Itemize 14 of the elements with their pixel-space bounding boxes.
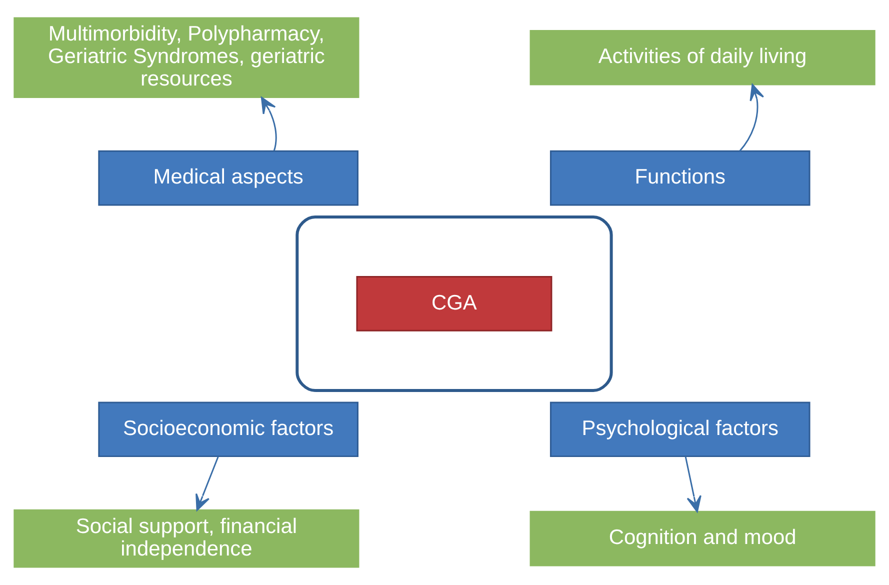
node-box: Psychological factors xyxy=(550,402,810,458)
arrow xyxy=(260,96,277,151)
arrow xyxy=(739,84,764,152)
node-box: CGA xyxy=(356,276,552,332)
node-box: Socioeconomic factors xyxy=(98,402,358,458)
arrow xyxy=(684,456,702,512)
node-box: Activities of daily living xyxy=(530,30,876,86)
node-box: Social support, financial independence xyxy=(14,509,360,568)
node-box: Medical aspects xyxy=(98,150,358,206)
node-box: Cognition and mood xyxy=(530,510,876,566)
cluster xyxy=(296,215,613,392)
node-box: Functions xyxy=(550,150,810,206)
arrow xyxy=(196,456,219,511)
node-box: Multimorbidity, Polypharmacy, Geriatric Syndromes, geriatric resources xyxy=(14,17,360,98)
